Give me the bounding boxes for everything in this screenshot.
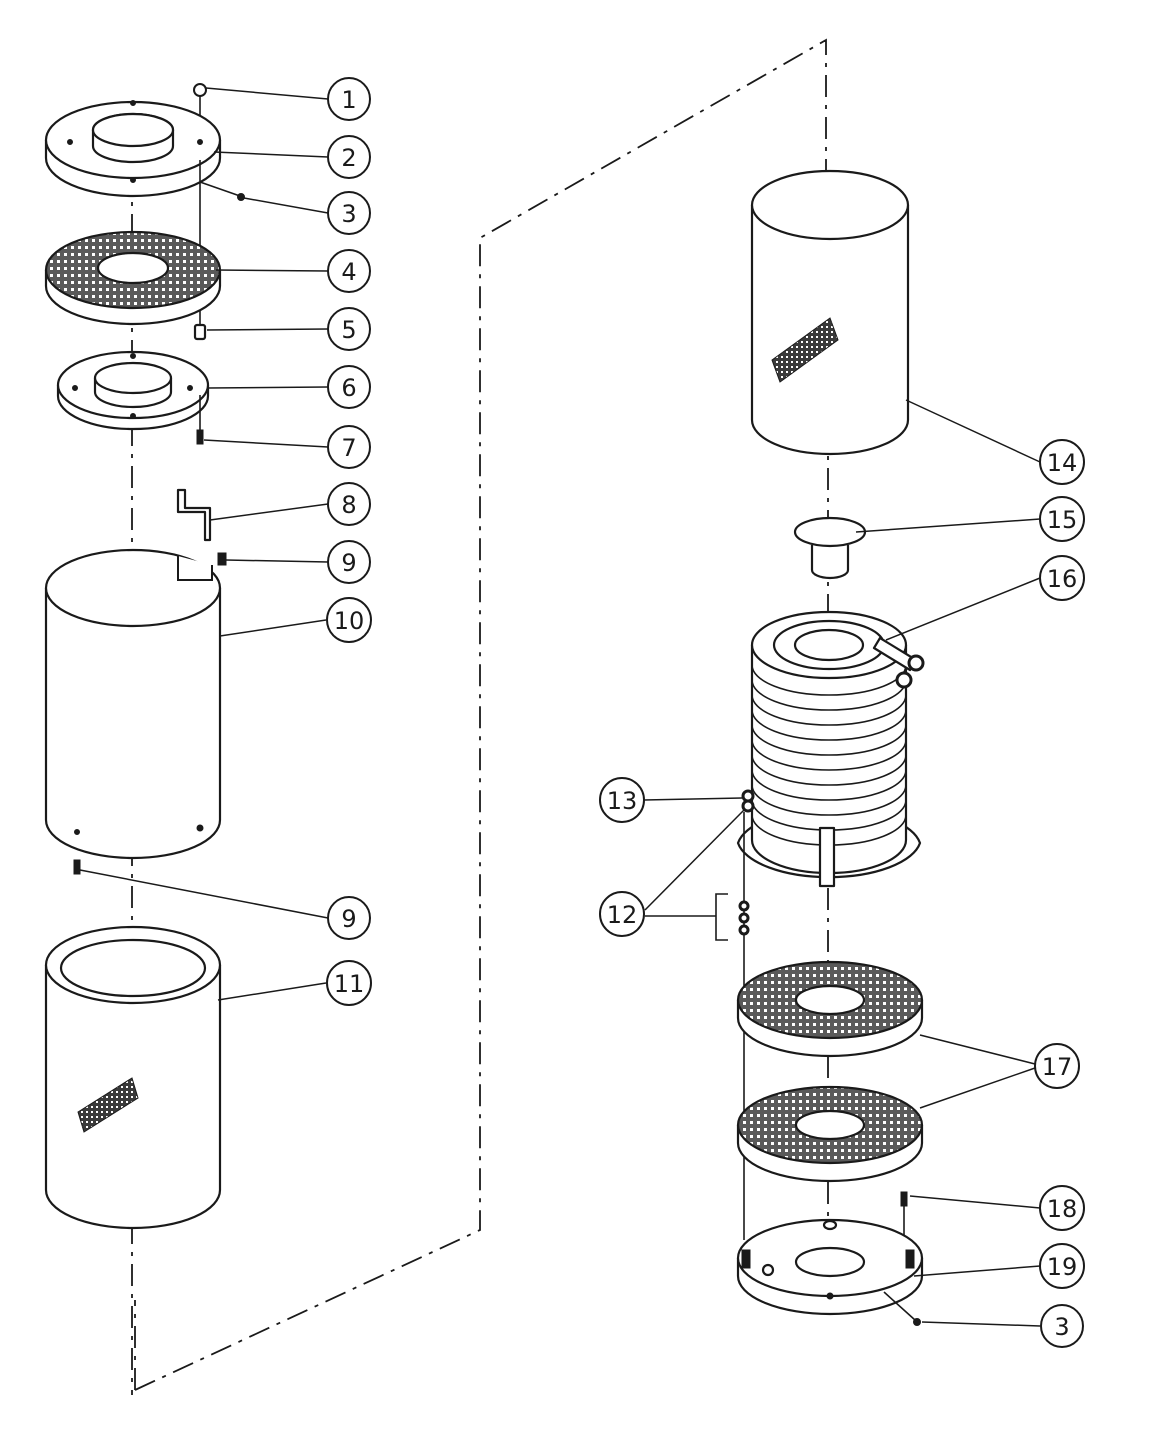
- svg-text:15: 15: [1047, 506, 1078, 534]
- svg-text:16: 16: [1047, 565, 1078, 593]
- part-2-top-flange: [44, 100, 222, 198]
- callout-1: 1: [327, 77, 371, 121]
- svg-text:1: 1: [341, 86, 356, 114]
- part-16-coil-assembly: [736, 610, 925, 888]
- svg-text:9: 9: [341, 549, 356, 577]
- leader-lines: [79, 87, 1041, 1327]
- callout-14: 14: [1039, 439, 1085, 485]
- callout-3-right: 3: [1040, 1304, 1084, 1348]
- left-assembly-stack: [44, 83, 245, 1395]
- callout-bubbles: 1 2 3 4 5 6 7 8 9 10 9 11 14 15 16 13 12…: [326, 77, 1085, 1348]
- callout-13: 13: [599, 777, 645, 823]
- callout-15: 15: [1039, 496, 1085, 542]
- svg-text:3: 3: [1054, 1313, 1069, 1341]
- callout-9-top: 9: [327, 540, 371, 584]
- svg-text:12: 12: [607, 901, 638, 929]
- part-19-base-plate: [736, 1218, 924, 1316]
- callout-18: 18: [1039, 1185, 1085, 1231]
- part-10-outer-cylinder: [44, 548, 222, 860]
- callout-12: 12: [599, 891, 645, 937]
- part-15-cap: [793, 516, 867, 580]
- svg-text:5: 5: [341, 316, 356, 344]
- part-5-nut: [193, 323, 207, 341]
- part-17-mesh-disc-upper: [736, 960, 924, 1058]
- callout-17: 17: [1034, 1043, 1080, 1089]
- svg-text:2: 2: [341, 144, 356, 172]
- part-14-shroud-cylinder: [750, 169, 910, 456]
- assembly-plane-outline: [134, 38, 827, 1391]
- svg-text:13: 13: [607, 787, 638, 815]
- callout-10: 10: [326, 597, 372, 643]
- part-6-bottom-flange: [56, 350, 210, 431]
- callout-2: 2: [327, 135, 371, 179]
- part-9-screw-bottom: [73, 859, 81, 875]
- callout-4: 4: [327, 249, 371, 293]
- part-17-mesh-disc-lower: [736, 1085, 924, 1183]
- svg-text:11: 11: [334, 970, 365, 998]
- callout-6: 6: [327, 365, 371, 409]
- svg-text:17: 17: [1042, 1053, 1073, 1081]
- svg-text:3: 3: [341, 200, 356, 228]
- part-13-spacer: [741, 789, 755, 813]
- part-8-bracket: [176, 488, 212, 542]
- svg-text:10: 10: [334, 607, 365, 635]
- svg-text:4: 4: [341, 258, 356, 286]
- svg-text:14: 14: [1047, 449, 1078, 477]
- part-9-clip-top: [217, 552, 227, 566]
- svg-text:9: 9: [341, 905, 356, 933]
- svg-text:7: 7: [341, 434, 356, 462]
- right-assembly-stack: [715, 169, 925, 1326]
- svg-text:19: 19: [1047, 1253, 1078, 1281]
- part-4-mesh-gasket: [44, 230, 222, 326]
- callout-5: 5: [327, 307, 371, 351]
- callout-3: 3: [327, 191, 371, 235]
- callout-16: 16: [1039, 555, 1085, 601]
- svg-text:8: 8: [341, 491, 356, 519]
- part-11-inner-cylinder: [44, 925, 222, 1230]
- part-7-bolt: [196, 395, 204, 445]
- part-3-screw-right: [883, 1291, 921, 1326]
- svg-text:6: 6: [341, 374, 356, 402]
- callout-11: 11: [326, 960, 372, 1006]
- callout-8: 8: [327, 482, 371, 526]
- svg-text:18: 18: [1047, 1195, 1078, 1223]
- callout-9-bottom: 9: [327, 896, 371, 940]
- callout-19: 19: [1039, 1243, 1085, 1289]
- callout-7: 7: [327, 425, 371, 469]
